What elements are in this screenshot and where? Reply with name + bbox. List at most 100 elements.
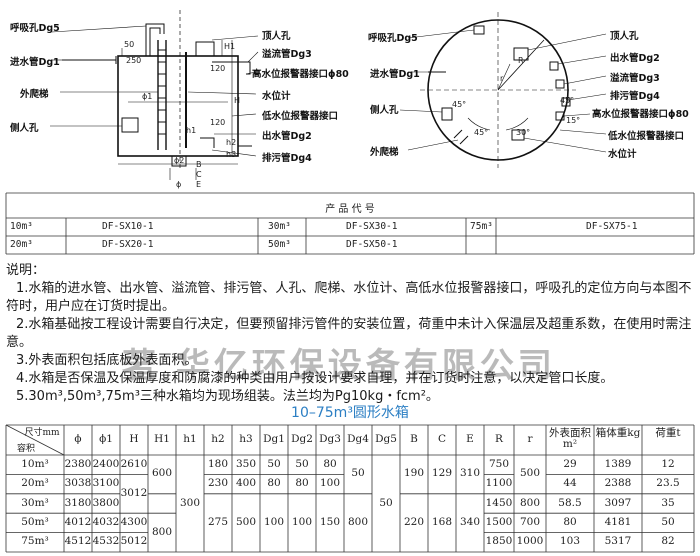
product-code-header: 产 品 代 号 [325,204,375,215]
left-label-top-hole: 顶人孔 [262,31,291,42]
cell-r4-c17: 700 [519,515,541,528]
cell-r1-c0: 10m³ [21,457,49,470]
left-label-level: 水位计 [262,91,291,102]
notes-heading: 说明： [6,263,46,278]
prod-r1-c5: 75m³ [470,221,493,232]
cell-dg5-merged: 50 [379,496,393,509]
header-18: 箱体重kg [595,427,641,439]
cell-r5-c2: 4532 [92,535,120,548]
note-3: 3.外表面积包括底板外表面积。 [16,353,198,368]
header-1: ϕ1 [99,433,113,445]
prod-r1-c2: DF-SX10-1 [102,221,154,232]
left-label-vent: 呼吸孔Dg5 [10,23,60,34]
note-5: 5.30m³,50m³,75m³三种水箱均为现场组装。法兰均为Pg10kg・fc… [16,389,439,404]
header-12: B [410,433,418,445]
right-label-high-alarm: 高水位报警器接口ϕ80 [592,109,689,120]
cell-r5-c3: 5012 [120,535,148,548]
cell-r4-c2: 4032 [92,515,120,528]
cell-r5-c16: 1850 [485,535,513,548]
dim-r-big: R [518,56,524,65]
header-9: Dg3 [319,433,341,445]
prod-r1-c3: 30m³ [268,221,291,232]
prod-r2-c4: DF-SX50-1 [346,239,398,250]
cell-h-merged: 3012 [120,486,148,499]
dim-120b: 120 [210,118,226,127]
right-label-low-alarm: 低水位报警器接口 [608,131,685,142]
cell-r1-c7: 350 [235,457,257,470]
header-15: R [495,433,503,445]
right-label-ladder: 外爬梯 [370,147,399,158]
dim-a15: 15° [566,116,581,125]
header-2: H [129,433,139,445]
dim-h4: h1 [186,126,197,135]
dim-50: 50 [124,40,135,49]
cell-r2-c8: 80 [267,477,281,490]
dim-a45a: 45° [452,100,467,109]
dim-a45c: 45° [474,128,489,137]
dim-r-small: r [500,74,504,83]
cell-r4-c14: 168 [431,515,453,528]
prod-r1-c6: DF-SX75-1 [586,221,638,232]
cell-r4-c16: 1500 [485,515,513,528]
header-10: Dg4 [347,433,369,445]
cell-r2-c16: 1100 [485,477,513,490]
note-4: 4.水箱是否保温及保温厚度和防腐漆的种类由用户按设计要求自理，并在订货时注意，以… [16,371,614,386]
cell-hsub1-merged: 300 [179,496,201,509]
cell-r2-c18: 44 [563,477,577,490]
cell-r1-c9: 50 [295,457,309,470]
right-label-overflow: 溢流管Dg3 [610,73,660,84]
cell-r1-c8: 50 [267,457,281,470]
cell-r2-c9: 80 [295,477,309,490]
cell-r5-c17: 1000 [516,535,544,548]
right-label-drain: 排污管Dg4 [610,91,660,102]
cell-r1-c2: 2400 [92,457,120,470]
dim-a45b: 45° [560,96,575,105]
cell-c-merged: 129 [431,467,453,480]
right-label-top-hole: 顶人孔 [610,31,639,42]
prod-r1-c1: 10m³ [10,221,33,232]
cell-r3-c0: 30m³ [21,496,49,509]
cell-h1-merged-b: 800 [151,525,173,538]
cell-r4-c19: 4181 [604,515,632,528]
cell-r1-c1: 2380 [64,457,92,470]
header-17: 外表面积m² [549,427,591,450]
cell-r4-c13: 220 [403,515,425,528]
cell-r2-c6: 230 [207,477,229,490]
cell-r4-c3: 4300 [120,515,148,528]
dim-a30: 30° [516,128,531,137]
prod-r2-c1: 20m³ [10,239,33,250]
cell-r2-c19: 2388 [604,477,632,490]
cell-r3-c18: 58.5 [558,496,582,509]
cell-r2-c0: 20m³ [21,477,49,490]
header-8: Dg2 [291,433,313,445]
left-label-drain: 排污管Dg4 [262,153,312,164]
cell-r3-c19: 3097 [604,496,632,509]
left-label-side-hole: 侧人孔 [10,123,39,134]
cell-r4-c15: 340 [459,515,481,528]
left-label-high-alarm: 高水位报警器接口ϕ80 [252,69,349,80]
cell-r2-c10: 100 [319,477,341,490]
cell-r1-c18: 29 [563,457,577,470]
dimension-table-title: 10–75m³圆形水箱 [291,405,409,421]
left-label-outlet: 出水管Dg2 [262,131,312,142]
cell-r3-c2: 3800 [92,496,120,509]
cell-r4-c6: 275 [207,515,229,528]
cell-r2-c20: 23.5 [656,477,680,490]
cell-r5-c1: 4512 [64,535,92,548]
right-label-vent: 呼吸孔Dg5 [368,33,418,44]
notes: 说明： 1.水箱的进水管、出水管、溢流管、排污管、人孔、爬梯、水位计、高低水位报… [6,262,696,406]
dim-b: B [196,160,202,169]
cell-e-merged: 310 [459,467,481,480]
dim-250: 250 [126,56,142,65]
header-16: r [527,433,533,445]
note-1: 1.水箱的进水管、出水管、溢流管、排污管、人孔、爬梯、水位计、高低水位报警器接口… [6,281,692,314]
cell-r3-c16: 1450 [485,496,513,509]
cell-r4-c10: 150 [319,515,341,528]
left-label-overflow: 溢流管Dg3 [262,49,312,60]
header-6: h3 [239,433,253,445]
cell-r4-c20: 50 [661,515,675,528]
prod-r2-c3: 50m³ [268,239,291,250]
cell-b-merged: 190 [403,467,425,480]
dim-e: E [196,180,202,189]
header-0: ϕ [74,433,82,445]
